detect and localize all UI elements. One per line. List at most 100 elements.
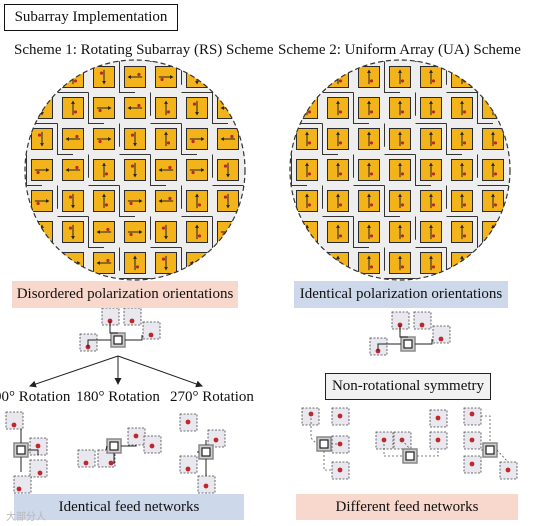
antenna-element xyxy=(389,190,411,212)
antenna-element xyxy=(155,190,177,212)
feed-trace xyxy=(125,335,143,341)
feed-line xyxy=(57,123,73,155)
feed-line xyxy=(322,123,338,155)
feed-trace xyxy=(377,343,401,351)
feed-dot xyxy=(369,141,374,145)
antenna-element xyxy=(451,97,473,119)
identical-polarization-label: Identical polarization orientations xyxy=(294,281,508,308)
antenna-element xyxy=(420,66,442,88)
antenna-element xyxy=(327,128,349,150)
feed-dot xyxy=(400,172,405,176)
feed-dot xyxy=(75,134,79,139)
antenna-element xyxy=(482,97,504,119)
subarray-cell xyxy=(13,475,32,494)
feed-dot xyxy=(369,203,374,207)
antenna-element xyxy=(327,159,349,181)
feed-dot xyxy=(307,141,312,145)
feed-trace xyxy=(383,440,403,457)
antenna-element xyxy=(186,159,208,181)
antenna-element xyxy=(186,128,208,150)
antenna-element xyxy=(155,221,177,243)
feed-dot xyxy=(338,203,343,207)
feed-dot xyxy=(431,172,436,176)
feed-dot xyxy=(37,470,43,476)
antenna-element xyxy=(358,128,380,150)
feed-dot xyxy=(400,234,405,238)
feed-line xyxy=(477,92,493,124)
subarray-cell xyxy=(77,449,96,468)
subarray-cell xyxy=(429,431,448,450)
feed-line xyxy=(150,154,166,186)
antenna-element xyxy=(420,159,442,181)
feed-dot xyxy=(129,318,135,324)
feed-trace xyxy=(121,445,137,447)
feed-dot xyxy=(338,79,343,83)
feed-dot xyxy=(469,411,475,417)
feed-line xyxy=(243,185,245,217)
feed-line xyxy=(446,123,462,155)
feed-line xyxy=(88,92,104,124)
feed-dot xyxy=(400,79,405,83)
feed-dot xyxy=(469,461,475,467)
watermark: 大部分人 xyxy=(6,512,46,523)
feed-dot xyxy=(11,422,17,428)
antenna-element xyxy=(482,128,504,150)
feed-dot xyxy=(431,265,436,269)
antenna-element xyxy=(451,159,473,181)
feed-dot xyxy=(435,437,441,443)
feed-dot xyxy=(168,196,172,201)
feed-dot xyxy=(73,79,78,83)
feed-dot xyxy=(431,79,436,83)
feed-line xyxy=(119,185,135,217)
array-boundary xyxy=(24,59,246,281)
feed-dot xyxy=(16,486,22,492)
rs-array-circle xyxy=(24,59,246,281)
antenna-element xyxy=(124,221,146,243)
subarray-cell xyxy=(179,455,198,474)
subarray-cell xyxy=(123,307,142,326)
subarray-cell xyxy=(207,429,226,448)
non-rotational-symmetry-label: Non-rotational symmetry xyxy=(325,373,491,400)
feed-dot xyxy=(129,201,133,206)
antenna-element xyxy=(217,128,239,150)
array-boundary xyxy=(289,59,511,281)
feed-dot xyxy=(369,172,374,176)
antenna-element xyxy=(420,97,442,119)
antenna-element xyxy=(93,221,115,243)
feed-dot xyxy=(35,443,41,449)
feed-dot xyxy=(37,133,42,137)
subarray-cell xyxy=(97,449,116,468)
subarray-cell xyxy=(5,411,24,430)
antenna-element xyxy=(124,128,146,150)
antenna-element xyxy=(420,128,442,150)
feed-line xyxy=(181,123,197,155)
feed-line xyxy=(508,185,510,217)
antenna-element xyxy=(389,252,411,274)
subarray-cell xyxy=(143,435,162,454)
feed-dot xyxy=(337,467,343,473)
antenna-element xyxy=(62,97,84,119)
subarray-cell xyxy=(127,427,146,446)
antenna-element xyxy=(358,190,380,212)
feed-dot xyxy=(99,71,104,75)
feed-dot xyxy=(104,203,109,207)
rf-chip-icon xyxy=(198,444,214,460)
feed-line xyxy=(353,216,369,248)
feed-line xyxy=(508,61,510,93)
rf-chip-icon xyxy=(110,332,126,348)
feed-dot xyxy=(108,460,114,466)
antenna-element xyxy=(155,159,177,181)
antenna-element xyxy=(62,252,84,274)
subarray-cell xyxy=(463,407,482,426)
antenna-element xyxy=(296,128,318,150)
antenna-element xyxy=(482,159,504,181)
feed-dot xyxy=(191,139,195,144)
feed-dot xyxy=(369,265,374,269)
feed-dot xyxy=(67,263,71,268)
feed-dot xyxy=(192,102,197,106)
antenna-element xyxy=(327,190,349,212)
rf-chip-icon xyxy=(482,442,498,458)
feed-trace xyxy=(105,445,108,451)
feed-dot xyxy=(161,226,166,230)
